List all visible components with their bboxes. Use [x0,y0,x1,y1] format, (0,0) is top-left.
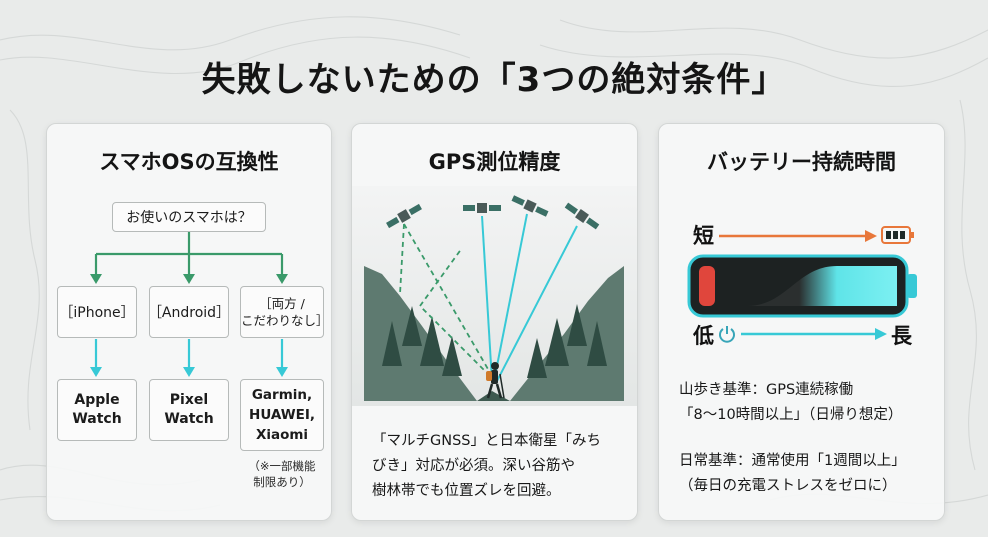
mountain-standard-line1: 山歩き基準：GPS連続稼働 [679,382,854,398]
result-others-line2: HUAWEI, [249,407,315,423]
gps-illustration [352,186,637,406]
short-label: 短 [693,224,714,248]
os-compatibility-title: スマホOSの互換性 [99,150,279,174]
result-box-others: Garmin, HUAWEI, Xiaomi [240,379,324,451]
os-flow-connectors [90,232,288,377]
os-box-iphone: ［iPhone］ [57,286,137,338]
page-title: 失敗しないための「3つの絶対条件」 [201,60,787,100]
question-box: お使いのスマホは？ [112,202,266,232]
os-box-android: ［Android］ [147,286,231,338]
os-label-both-line1: ［両方 / [259,296,305,311]
satellite-icons [386,195,600,230]
long-label: 長 [891,324,912,348]
forest-trees [382,304,607,378]
result-apple-line1: Apple [74,392,120,408]
mountain-standard: 山歩き基準：GPS連続稼働 「8〜10時間以上」（日帰り想定） [679,378,939,428]
question-label: お使いのスマホは？ [126,210,252,226]
gps-accuracy-title: GPS測位精度 [428,150,561,174]
result-pixel-line2: Watch [164,411,214,427]
gps-accuracy-card: GPS測位精度 [351,123,638,521]
mountain-standard-line2: 「8〜10時間以上」（日帰り想定） [679,407,903,423]
low-battery-icon [881,226,914,244]
limitation-note-line2: 制限あり） [253,475,311,489]
gps-caption-line2: びき」対応が必須。深い谷筋や [372,458,575,474]
short-arrow [719,230,877,242]
battery-gauge [687,254,917,318]
daily-standard: 日常基準：通常使用「1週間以上」 （毎日の充電ストレスをゼロに） [679,449,941,499]
long-arrow [741,328,887,340]
os-compatibility-card: スマホOSの互換性 お使いのスマホは？ ［iPhone］ [46,123,332,521]
daily-standard-line1: 日常基準：通常使用「1週間以上」 [679,453,906,469]
limitation-note-line1: （※一部機能 [248,459,316,473]
battery-life-title: バッテリー持続時間 [707,150,896,174]
os-label-android: ［Android］ [147,305,231,321]
result-box-pixel-watch: Pixel Watch [149,379,229,441]
result-others-line3: Xiaomi [255,427,309,443]
limitation-note: （※一部機能 制限あり） [237,458,327,490]
result-others-line1: Garmin, [251,387,313,403]
gps-caption-line3: 樹林帯でも位置ズレを回避。 [372,483,561,499]
os-box-both: ［両方 / こだわりなし］ [240,286,329,338]
os-label-iphone: ［iPhone］ [59,305,135,321]
low-label: 低 [693,324,714,348]
result-apple-line2: Watch [72,411,122,427]
result-pixel-line1: Pixel [169,392,209,408]
os-label-both-line2: こだわりなし］ [241,313,329,328]
hiker-icon [486,362,505,399]
power-icon [719,326,735,343]
daily-standard-line2: （毎日の充電ストレスをゼロに） [679,478,897,494]
gps-caption-line1: 「マルチGNSS」と日本衛星「みち [372,433,601,449]
result-box-apple-watch: Apple Watch [57,379,137,441]
battery-life-card: バッテリー持続時間 短 低 長 [658,123,945,521]
gps-caption: 「マルチGNSS」と日本衛星「みち びき」対応が必須。深い谷筋や 樹林帯でも位置… [372,429,622,504]
